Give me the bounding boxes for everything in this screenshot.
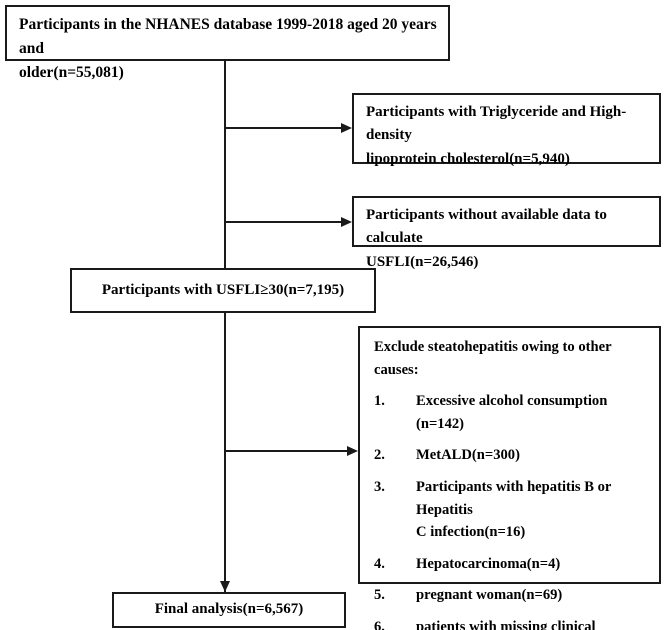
list-item-line-1: patients with missing clinical data(n=61… <box>416 619 596 630</box>
list-item-line-1: Excessive alcohol consumption (n=142) <box>416 393 608 432</box>
node-exclusion-1: Participants with Triglyceride and High-… <box>352 93 661 167</box>
list-item-number: 4. <box>374 555 385 572</box>
branch-line-exclusion-1 <box>226 127 341 129</box>
arrow-head-final-analysis <box>219 581 230 592</box>
list-item-number: 2. <box>374 447 385 464</box>
node-final-analysis-label: Final analysis(n=6,567) <box>154 601 304 618</box>
list-item-line-1: Participants with hepatitis B or Hepatit… <box>416 479 612 518</box>
node-exclusion-1-line-2: lipoprotein cholesterol(n=5,940) <box>366 150 570 167</box>
list-item: 1. Excessive alcohol consumption (n=142) <box>372 390 649 435</box>
list-item-number: 6. <box>374 619 385 630</box>
list-item: 3. Participants with hepatitis B or Hepa… <box>372 476 649 544</box>
branch-line-exclusion-3 <box>226 450 347 452</box>
list-item-line-1: Hepatocarcinoma(n=4) <box>416 555 561 572</box>
node-exclusion-2-line-2: USFLI(n=26,546) <box>366 253 479 270</box>
list-item: 2. MetALD(n=300) <box>372 444 649 467</box>
list-item: 6. patients with missing clinical data(n… <box>372 616 649 630</box>
arrow-head-exclusion-3 <box>347 445 358 456</box>
node-exclusion-2-line-1: Participants without available data to c… <box>366 207 607 247</box>
node-usfli-label: Participants with USFLI≥30(n=7,195) <box>101 281 345 298</box>
branch-line-exclusion-2 <box>226 221 341 223</box>
list-item-number: 1. <box>374 393 385 410</box>
node-exclusion-1-line-1: Participants with Triglyceride and High-… <box>366 104 627 144</box>
exclusion-list-title: Exclude steatohepatitis owing to other c… <box>374 339 612 378</box>
list-item-number: 5. <box>374 587 385 604</box>
node-source-population: Participants in the NHANES database 1999… <box>5 5 450 81</box>
node-source-line-1: Participants in the NHANES database 1999… <box>19 16 437 58</box>
node-exclusion-2: Participants without available data to c… <box>352 196 661 270</box>
node-usfli-cohort: Participants with USFLI≥30(n=7,195) <box>70 268 376 313</box>
list-item-line-1: MetALD(n=300) <box>416 447 520 464</box>
list-item-line-2: C infection(n=16) <box>416 524 526 541</box>
list-item: 4. Hepatocarcinoma(n=4) <box>372 553 649 576</box>
exclusion-list: 1. Excessive alcohol consumption (n=142)… <box>372 390 649 630</box>
node-source-line-2: older(n=55,081) <box>19 64 124 82</box>
node-exclusion-3: Exclude steatohepatitis owing to other c… <box>358 326 661 630</box>
arrow-head-exclusion-1 <box>341 122 352 133</box>
list-item: 5. pregnant woman(n=69) <box>372 584 649 607</box>
list-item-number: 3. <box>374 479 385 496</box>
list-item-line-1: pregnant woman(n=69) <box>416 587 563 604</box>
trunk-vertical-line <box>224 61 226 592</box>
arrow-head-exclusion-2 <box>341 216 352 227</box>
node-final-analysis: Final analysis(n=6,567) <box>112 592 346 628</box>
